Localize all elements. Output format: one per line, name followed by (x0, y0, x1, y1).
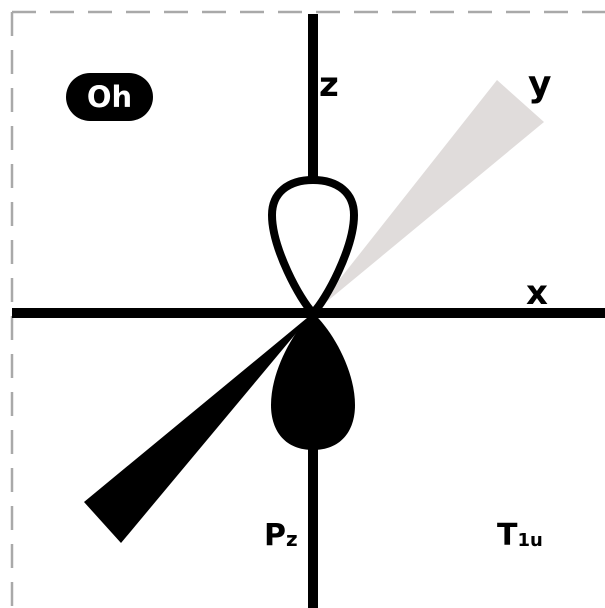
symmetry-label-main: T (497, 518, 518, 553)
symmetry-label: T1u (497, 518, 543, 553)
lower-orbital-lobe (271, 313, 355, 450)
y-axis-label: y (528, 64, 551, 105)
symmetry-label-sub: 1u (517, 530, 542, 551)
x-axis-label: x (526, 273, 548, 313)
orbital-label: Pz (264, 518, 298, 553)
orbital-label-sub: z (286, 527, 298, 551)
upper-orbital-lobe (272, 180, 354, 313)
orbital-label-main: P (264, 518, 286, 553)
z-axis-label: z (319, 65, 339, 105)
point-group-label: Oh (87, 80, 132, 114)
